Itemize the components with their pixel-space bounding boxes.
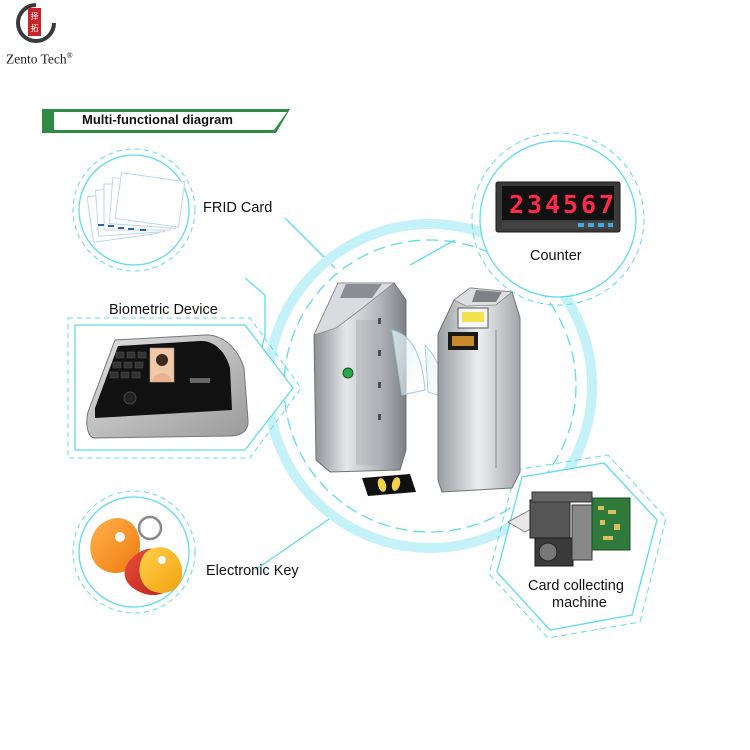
counter-digit-4: 5 (563, 190, 578, 219)
label-card-collecting-line2: machine (552, 595, 607, 611)
frid-card-stack (86, 172, 186, 243)
counter-digit-2: 3 (527, 190, 542, 219)
banner (42, 109, 290, 133)
counter-digits: 2 3 4 5 6 7 (509, 190, 614, 219)
counter-device: 2 3 4 5 6 7 (495, 181, 621, 233)
biometric-bubble (67, 317, 302, 459)
logo-char-1: 择 (31, 11, 39, 21)
key-fobs (90, 515, 183, 596)
footprint-sign (362, 474, 416, 496)
biometric-terminal (86, 334, 249, 439)
frid-card-bubble (72, 148, 196, 272)
label-electronic-key: Electronic Key (206, 563, 299, 579)
label-counter: Counter (530, 248, 582, 264)
counter-digit-5: 6 (581, 190, 596, 219)
counter-digit-6: 7 (599, 190, 614, 219)
card-machine (506, 491, 631, 567)
brand-name: Zento Tech® (6, 51, 73, 68)
trademark-symbol: ® (66, 51, 73, 60)
counter-bubble: 2 3 4 5 6 7 (471, 132, 645, 306)
label-frid-card: FRID Card (203, 200, 273, 216)
connector-lines (244, 217, 456, 571)
label-biometric-device: Biometric Device (109, 302, 218, 318)
zento-logo: 择 拓 (16, 2, 57, 43)
turnstile (313, 282, 521, 496)
logo-char-2: 拓 (31, 23, 39, 33)
counter-digit-1: 2 (509, 190, 524, 219)
label-card-collecting-line1: Card collecting (528, 578, 624, 594)
banner-title: Multi-functional diagram (82, 112, 233, 127)
card-collecting-bubble (488, 454, 667, 639)
counter-digit-3: 4 (545, 190, 560, 219)
brand-name-text: Zento Tech (6, 51, 67, 67)
electronic-key-bubble (72, 490, 196, 614)
